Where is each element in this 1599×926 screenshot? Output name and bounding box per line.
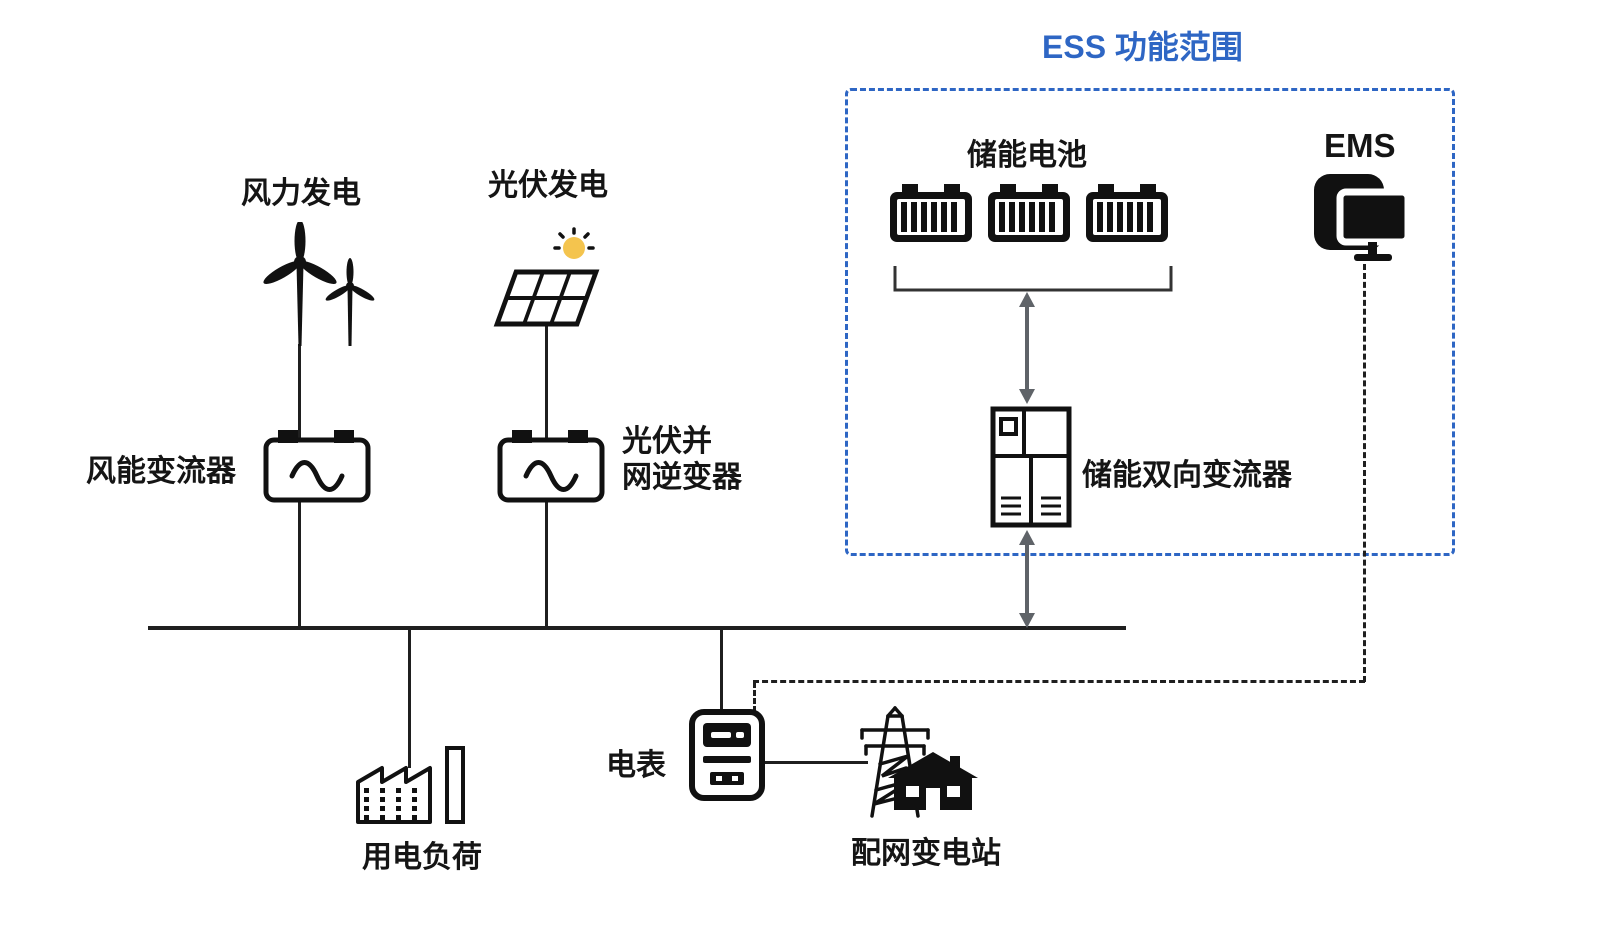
pv-inverter-bus-line (545, 500, 548, 628)
pcs-label: 储能双向变流器 (1082, 459, 1292, 492)
ess-scope-box (845, 88, 1455, 556)
battery-pcs-arrow (1019, 292, 1035, 404)
pv-inverter-label: 光伏并 网逆变器 (622, 424, 742, 496)
wind-turbine-icon (263, 222, 375, 346)
ess-scope-title: ESS 功能范围 (1042, 29, 1243, 65)
meter-substation-line (764, 761, 868, 764)
battery-icon (988, 184, 1070, 242)
solar-panel-icon (493, 227, 600, 327)
meter-drop-line (720, 630, 723, 714)
wind-converter-icon (263, 430, 371, 503)
pcs-cabinet-icon (990, 406, 1072, 528)
factory-icon (356, 746, 465, 824)
wind-drop-line (298, 344, 301, 440)
substation-house-icon (888, 752, 978, 810)
meter-icon (689, 709, 765, 801)
pv-inverter-label-line1: 光伏并 (622, 425, 712, 458)
storage-battery-label: 储能电池 (967, 139, 1087, 172)
wind-power-label: 风力发电 (241, 177, 361, 210)
load-drop-line (408, 630, 411, 768)
wind-converter-label: 风能变流器 (86, 455, 236, 488)
load-label: 用电负荷 (362, 841, 482, 874)
ems-signal-line-vertical (1363, 264, 1366, 682)
ems-label: EMS (1324, 127, 1396, 164)
wind-converter-bus-line (298, 500, 301, 628)
meter-label: 电表 (606, 749, 666, 782)
ems-signal-line-horizontal (753, 680, 1365, 683)
ems-icon (1314, 174, 1412, 261)
pcs-bus-arrow (1019, 530, 1035, 628)
pv-power-label: 光伏发电 (488, 169, 608, 202)
battery-icon (1086, 184, 1168, 242)
ac-bus-line (148, 626, 1126, 630)
pv-drop-line (545, 326, 548, 440)
pv-inverter-icon (497, 430, 605, 503)
battery-bracket (893, 266, 1173, 292)
ems-signal-line-meter-drop (753, 682, 756, 712)
pv-inverter-label-line2: 网逆变器 (622, 461, 742, 494)
substation-label: 配网变电站 (851, 837, 1001, 870)
battery-icon (890, 184, 972, 242)
